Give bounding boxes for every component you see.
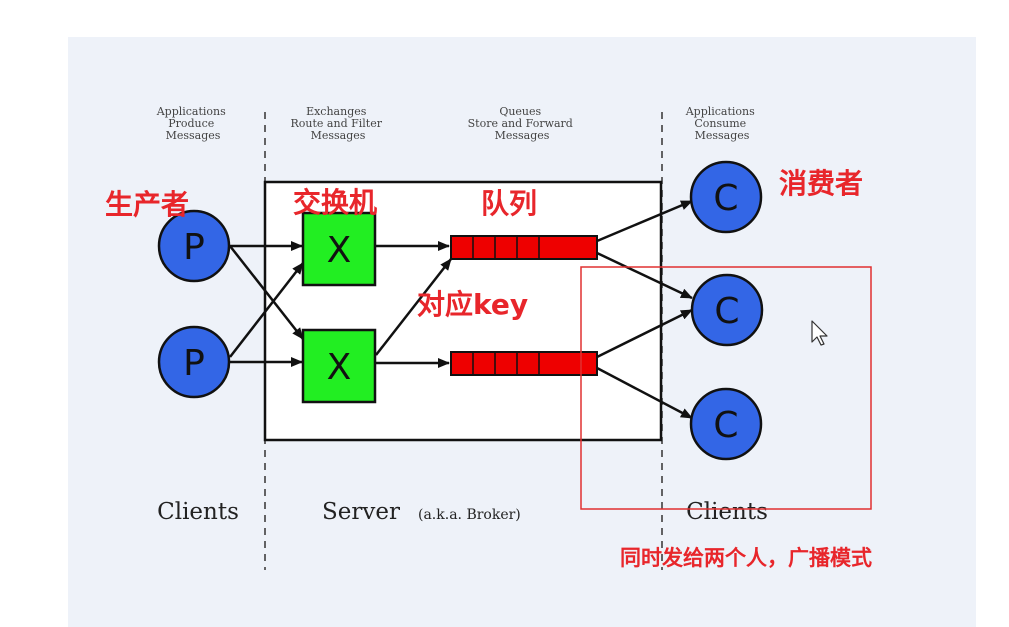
footer-server-aka: (a.k.a. Broker)	[418, 507, 521, 523]
header-consumers: Applications Consume Messages	[685, 105, 759, 142]
annotation-exchange: 交换机	[293, 186, 377, 219]
annotation-broadcast: 同时发给两个人，广播模式	[620, 546, 872, 570]
arrow-q2-c3	[596, 366, 693, 420]
footer-left-clients: Clients	[157, 499, 239, 525]
svg-text:C: C	[714, 291, 739, 332]
exchange-node-1: X	[301, 211, 377, 287]
consumer-node-2: C	[690, 273, 764, 347]
footer-server: Server	[322, 499, 400, 525]
arrow-q2-c2	[596, 308, 693, 359]
arrow-p2-x1	[229, 262, 304, 358]
header-exchanges: Exchanges Route and Filter Messages	[291, 105, 386, 142]
consumer-node-3: C	[689, 387, 763, 461]
mouse-pointer-icon	[811, 320, 828, 346]
producer-node-1: P	[157, 209, 231, 283]
annotation-consumer: 消费者	[779, 167, 863, 200]
arrow-q1-c2	[596, 251, 693, 300]
header-producers: Applications Produce Messages	[156, 105, 230, 142]
consumer-node-1: C	[689, 160, 763, 234]
annotation-binding-key: 对应key	[417, 288, 528, 321]
queue-2	[450, 351, 598, 376]
svg-text:C: C	[713, 405, 738, 446]
svg-text:X: X	[327, 230, 352, 271]
footer-right-clients: Clients	[686, 499, 768, 525]
broadcast-highlight-box	[580, 266, 872, 510]
exchange-node-2: X	[301, 328, 377, 404]
annotation-producer: 生产者	[105, 188, 189, 221]
queue-1	[450, 235, 598, 260]
svg-text:P: P	[183, 227, 205, 268]
arrow-q1-c1	[596, 199, 693, 243]
svg-text:P: P	[183, 343, 205, 384]
header-queues: Queues Store and Forward Messages	[468, 105, 577, 142]
annotation-queue: 队列	[481, 187, 537, 220]
arrow-x2-q1	[375, 258, 452, 356]
svg-text:X: X	[327, 347, 352, 388]
svg-text:C: C	[713, 178, 738, 219]
producer-node-2: P	[157, 325, 231, 399]
arrow-p1-x2	[229, 245, 304, 340]
